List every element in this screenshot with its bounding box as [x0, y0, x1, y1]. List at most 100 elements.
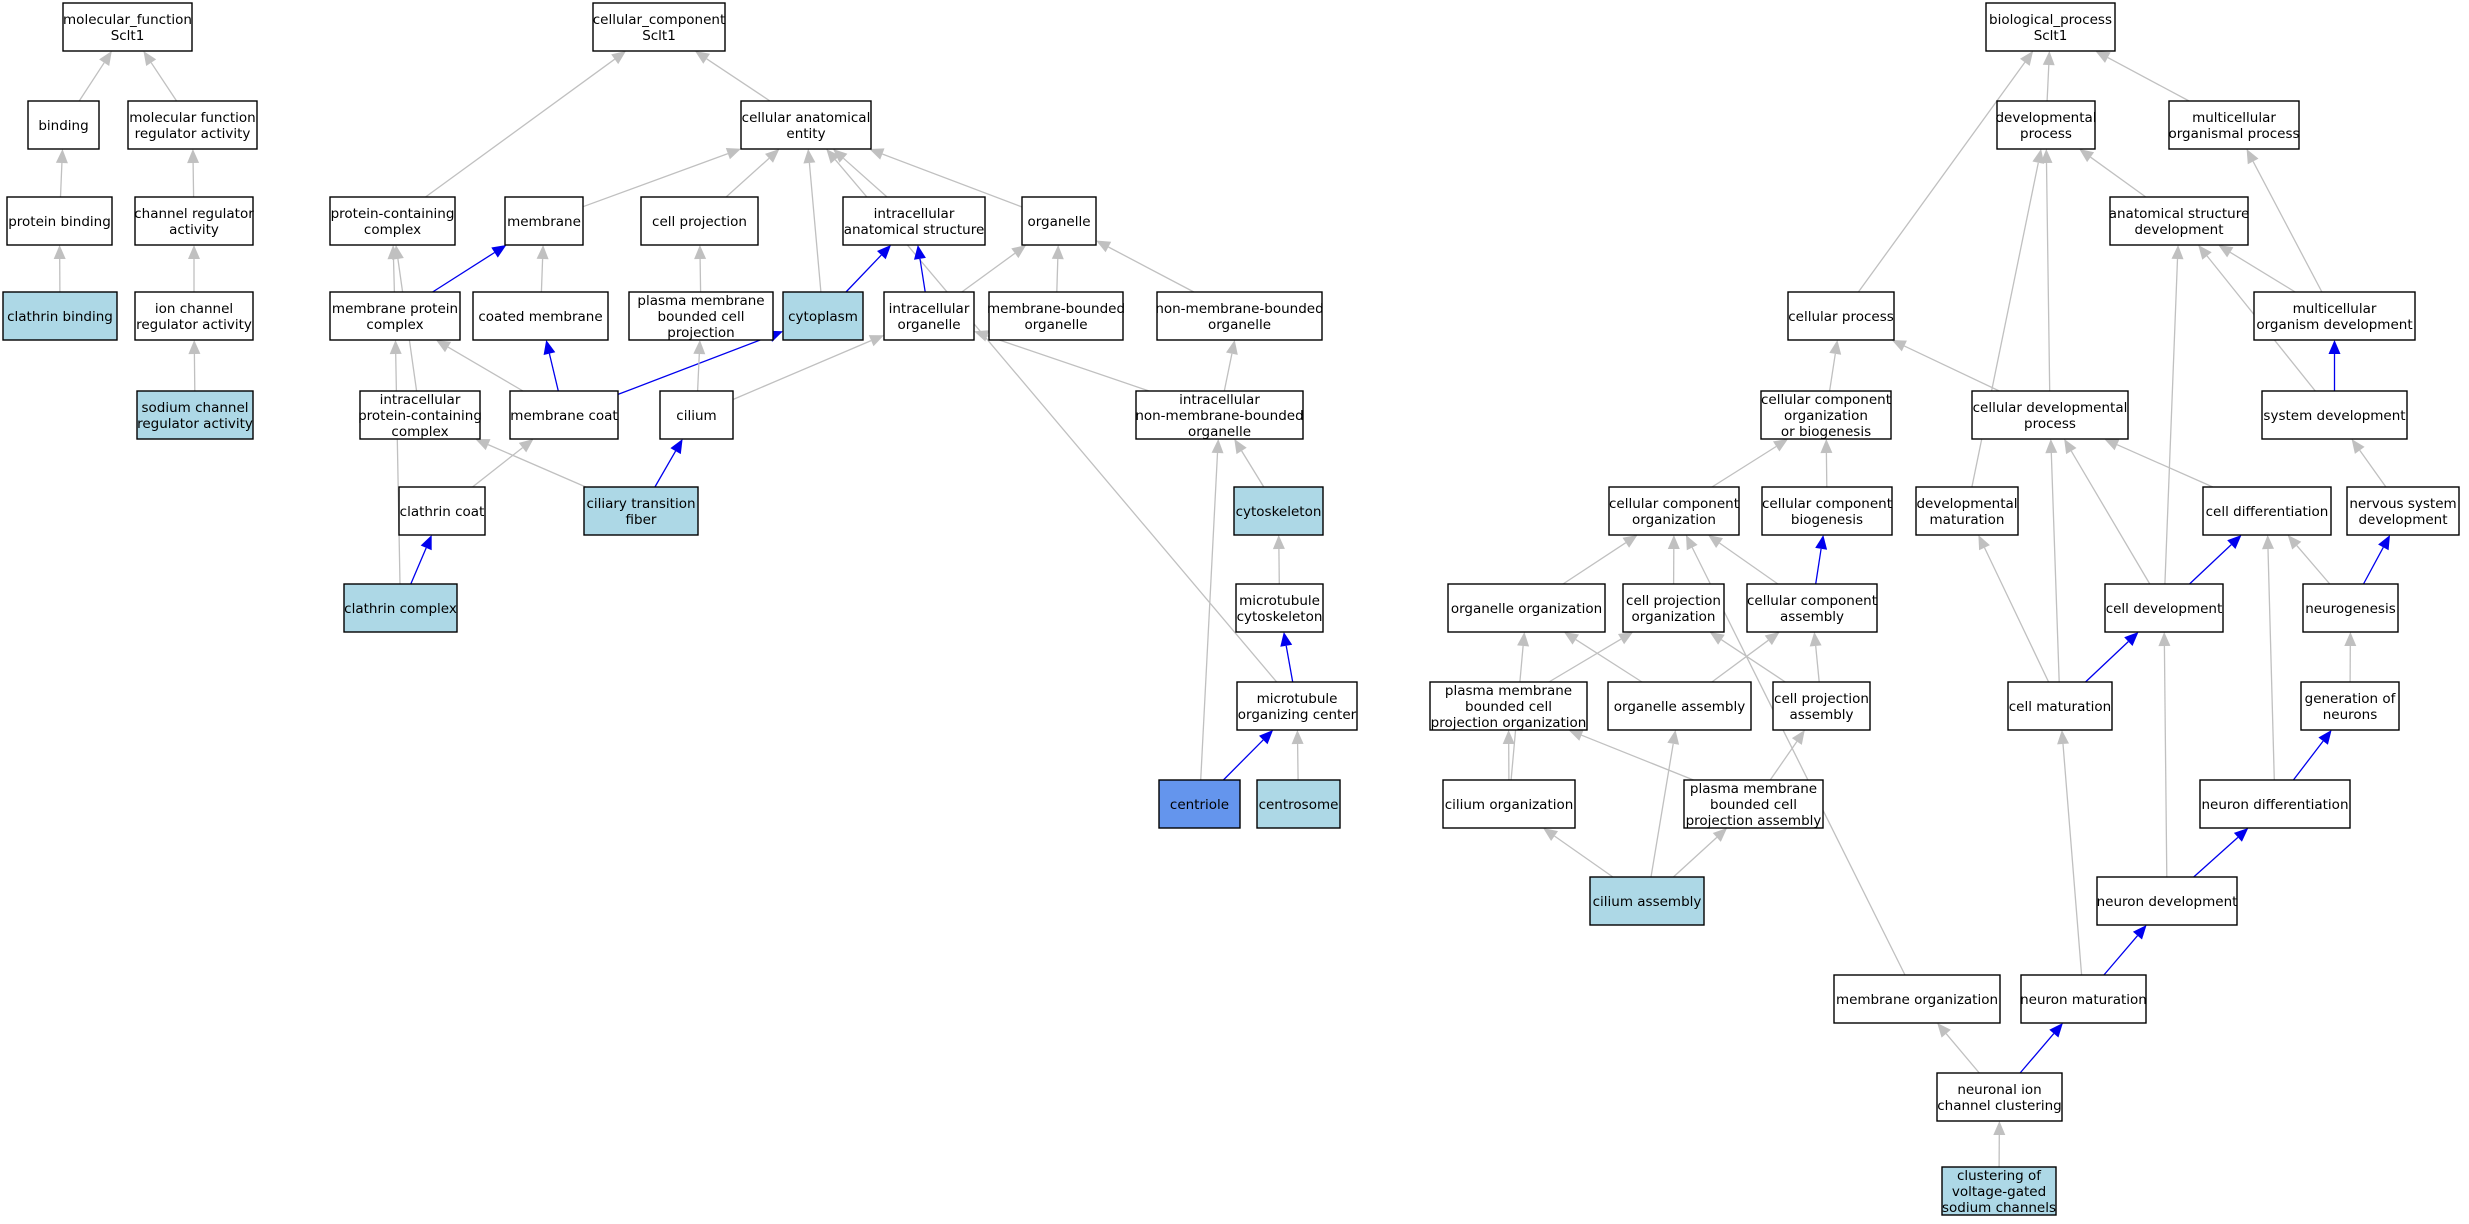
node-clathrin_coat[interactable]: clathrin coat — [398, 486, 486, 536]
node-neuron_mat[interactable]: neuron maturation — [2020, 974, 2147, 1024]
edge-line — [2163, 645, 2168, 878]
node-cilium[interactable]: cilium — [659, 390, 734, 440]
node-centriole[interactable]: centriole — [1158, 779, 1241, 829]
node-box — [1772, 681, 1871, 731]
node-neurogenesis[interactable]: neurogenesis — [2302, 583, 2399, 633]
node-cell_dev[interactable]: cell development — [2104, 583, 2224, 633]
node-box — [1941, 1166, 2057, 1216]
node-cell_mat[interactable]: cell maturation — [2007, 681, 2113, 731]
edge-intra_org-to-organelle — [961, 245, 1027, 293]
node-centrosome[interactable]: centrosome — [1256, 779, 1341, 829]
node-cellular_process[interactable]: cellular process — [1787, 291, 1895, 341]
node-membrane_coat[interactable]: membrane coat — [509, 390, 619, 440]
node-box — [883, 291, 975, 341]
node-binding[interactable]: binding — [27, 100, 100, 150]
edge-mtoc-to-cae — [826, 149, 1278, 683]
edge-mtoc-to-mt_cytoskeleton — [1280, 632, 1294, 683]
node-neuron_diff[interactable]: neuron differentiation — [2199, 779, 2351, 829]
edge-cell_mat-to-cell_dev — [2085, 632, 2139, 683]
node-org_org[interactable]: organelle organization — [1447, 583, 1606, 633]
node-box — [2007, 681, 2113, 731]
edge-line — [582, 152, 729, 208]
node-system_dev[interactable]: system development — [2261, 390, 2408, 440]
edge-cellular_process-to-bp_root — [1857, 51, 2034, 293]
node-cilium_org[interactable]: cilium organization — [1442, 779, 1576, 829]
node-cell_diff[interactable]: cell differentiation — [2202, 486, 2332, 536]
node-mem_org[interactable]: membrane organization — [1833, 974, 2001, 1024]
node-box — [1135, 390, 1304, 440]
edge-line — [1241, 450, 1265, 488]
node-cytoskeleton[interactable]: cytoskeleton — [1233, 486, 1324, 536]
edge-arrowhead — [695, 51, 710, 64]
node-inmbo[interactable]: intracellularnon-membrane-boundedorganel… — [1135, 390, 1304, 440]
edge-arrowhead — [1618, 632, 1634, 645]
node-protein_binding[interactable]: protein binding — [6, 196, 113, 246]
edge-cca-to-cco — [1708, 535, 1779, 585]
node-cilium_asm[interactable]: cilium assembly — [1589, 876, 1705, 926]
node-cytoplasm[interactable]: cytoplasm — [782, 291, 864, 341]
node-organelle[interactable]: organelle — [1021, 196, 1097, 246]
node-org_asm[interactable]: organelle assembly — [1607, 681, 1752, 731]
edge-line — [2019, 1033, 2055, 1074]
node-cell_projection[interactable]: cell projection — [640, 196, 759, 246]
edge-ctf-to-cilium — [654, 439, 683, 488]
node-clathrin_complex[interactable]: clathrin complex — [343, 583, 458, 633]
node-label: cell maturation — [2009, 699, 2111, 715]
edge-asd-to-dev_proc — [2079, 149, 2147, 198]
edge-membrane-to-cae — [582, 148, 741, 208]
node-label: ciliary transition — [586, 496, 695, 512]
node-membrane[interactable]: membrane — [504, 196, 584, 246]
edge-line — [2116, 444, 2214, 488]
node-clathrin_binding[interactable]: clathrin binding — [2, 291, 118, 341]
edge-cpa-to-cca — [1809, 632, 1822, 683]
node-coated_membrane[interactable]: coated membrane — [472, 291, 609, 341]
edge-line — [2103, 935, 2138, 976]
edge-ias-to-cae — [833, 149, 888, 198]
edge-line — [1815, 645, 1820, 683]
edge-multi_proc-to-bp_root — [2095, 51, 2190, 102]
node-neuron_dev[interactable]: neuron development — [2096, 876, 2238, 926]
edge-arrowhead — [1978, 535, 1990, 551]
node-label: cell differentiation — [2206, 504, 2329, 520]
edge-line — [1672, 836, 1718, 878]
node-label: cell projection — [652, 214, 747, 230]
edge-arrowhead — [518, 439, 534, 453]
